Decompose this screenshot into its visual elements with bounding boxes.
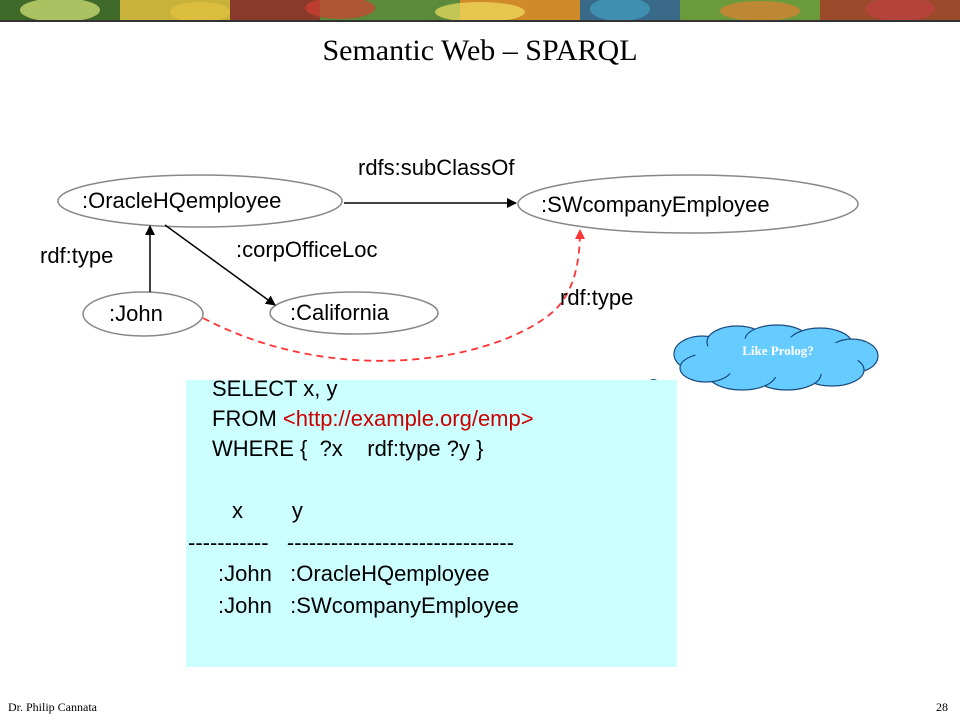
node-california [269,291,439,335]
result-row: :John :SWcompanyEmployee [218,593,519,618]
query-select-line: SELECT x, y [212,376,338,401]
edge-corp-office-loc [164,224,276,306]
query-where-line: WHERE { ?x rdf:type ?y } [212,436,484,461]
node-oracle-hq-employee-label: :OracleHQemployee [82,188,281,213]
edge-john-type-label: rdf:type [40,243,113,268]
slide-title: Semantic Web – SPARQL [322,34,638,67]
edge-subclass-of-label: rdfs:subClassOf [358,155,515,180]
edge-inferred-type-label: rdf:type [560,285,633,310]
sparql-query-box [186,380,677,667]
footer-page-number: 28 [936,700,948,714]
result-header: x y [232,498,303,523]
node-john [82,291,204,337]
query-from-line: FROM <http://example.org/emp> [212,407,534,431]
thought-cloud [673,324,879,391]
node-oracle-hq-employee [57,174,343,228]
result-row: :John :OracleHQemployee [218,561,490,586]
result-separator: ----------- ----------------------------… [188,530,515,555]
edge-corp-office-loc-label: :corpOfficeLoc [236,237,377,262]
edge-inferred-type [202,229,585,362]
node-john-label: :John [109,301,163,326]
footer-author: Dr. Philip Cannata [8,700,97,714]
node-sw-company-employee-label: :SWcompanyEmployee [541,192,770,217]
query-from-keyword: FROM [212,406,277,431]
thought-cloud-text: Like Prolog? [742,343,814,358]
query-from-url: <http://example.org/emp> [282,406,534,431]
node-california-label: :California [290,300,390,325]
node-sw-company-employee [517,174,859,234]
decorative-banner [0,0,960,22]
